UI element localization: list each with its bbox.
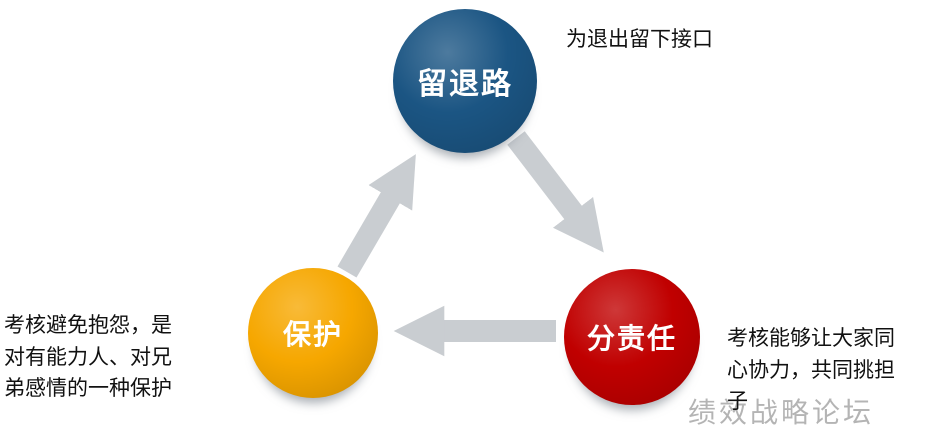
circle-node-share-responsibility-label: 分责任 (586, 323, 677, 354)
circle-node-share-responsibility: 分责任 (564, 269, 700, 405)
circle-node-protect: 保护 (248, 268, 378, 398)
annotation-bottom-left-line-1: 考核避免抱怨，是 (4, 314, 172, 337)
annotation-bottom-right: 考核能够让大家同 心协力，共同挑担 子 (727, 323, 937, 418)
annotation-top-right: 为退出留下接口 (566, 28, 713, 51)
annotation-bottom-left: 考核避免抱怨，是 对有能力人、对兄 弟感情的一种保护 (4, 310, 236, 405)
annotation-bottom-right-line-3: 子 (727, 390, 748, 413)
annotation-bottom-left-line-3: 弟感情的一种保护 (4, 377, 172, 400)
circle-node-keep-exit-label: 留退路 (417, 68, 513, 101)
circle-node-keep-exit: 留退路 (393, 9, 537, 153)
arrow-left-to-top (337, 154, 416, 278)
annotation-bottom-right-line-2: 心协力，共同挑担 (727, 358, 895, 382)
annotation-bottom-right-line-1: 考核能够让大家同 (727, 327, 895, 350)
arrow-top-to-right (507, 131, 604, 253)
annotation-bottom-left-line-2: 对有能力人、对兄 (4, 345, 172, 369)
watermark-text: 绩效战略论坛 (688, 397, 875, 428)
circle-node-protect-label: 保护 (282, 319, 343, 350)
